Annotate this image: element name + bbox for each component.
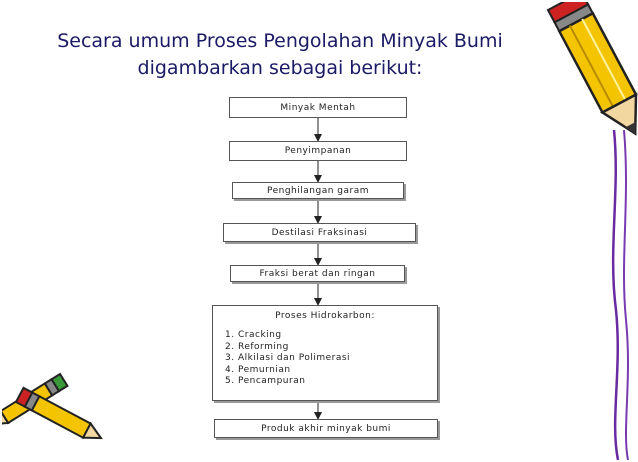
pencil-icon: [546, 2, 638, 136]
slide-title: Secara umum Proses Pengolahan Minyak Bum…: [0, 28, 560, 82]
process-title: Proses Hidrokarbon:: [275, 311, 375, 321]
step-fraksi-berat-ringan: Fraksi berat dan ringan: [230, 265, 405, 282]
step-destilasi-fraksinasi: Destilasi Fraksinasi: [223, 223, 416, 242]
process-item: Pencampuran: [238, 376, 437, 388]
step-produk-akhir: Produk akhir minyak bumi: [214, 419, 438, 438]
step-penyimpanan: Penyimpanan: [229, 141, 407, 161]
process-list: Cracking Reforming Alkilasi dan Polimera…: [213, 330, 437, 388]
step-proses-hidrokarbon: Proses Hidrokarbon: Cracking Reforming A…: [212, 305, 438, 401]
process-item: Reforming: [238, 342, 437, 354]
title-line-2: digambarkan sebagai berikut:: [137, 57, 423, 79]
step-minyak-mentah: Minyak Mentah: [229, 97, 407, 118]
decorative-lines: [611, 130, 629, 460]
process-item: Cracking: [238, 330, 437, 342]
title-line-1: Secara umum Proses Pengolahan Minyak Bum…: [57, 30, 503, 52]
process-item: Alkilasi dan Polimerasi: [238, 353, 437, 365]
pencils-icon: [2, 372, 103, 440]
process-item: Pemurnian: [238, 365, 437, 377]
step-penghilangan-garam: Penghilangan garam: [232, 182, 404, 199]
